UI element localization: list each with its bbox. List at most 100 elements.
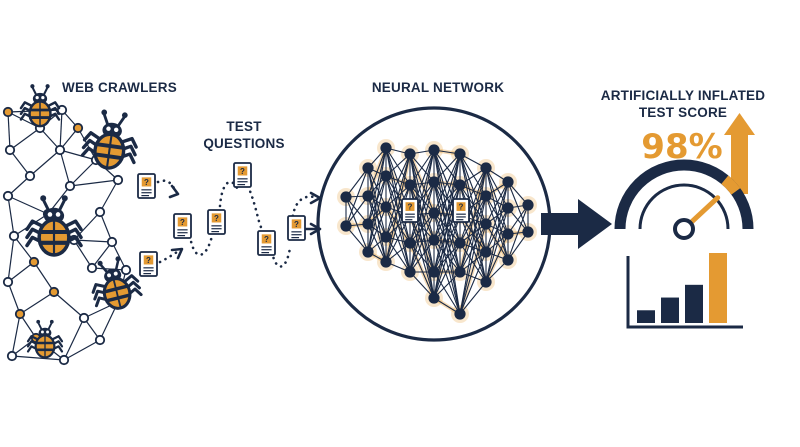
gauge-hub	[673, 218, 695, 240]
question-mark: ?	[408, 203, 413, 212]
nn-node	[480, 190, 492, 202]
neural-network-icon	[337, 139, 537, 323]
nn-node	[362, 218, 374, 230]
nn-link	[459, 251, 487, 315]
bar-chart-axes	[626, 256, 743, 329]
web-node	[94, 334, 106, 346]
nn-link	[433, 153, 461, 183]
web-link	[59, 149, 97, 161]
nn-link	[459, 153, 487, 197]
web-node	[120, 264, 132, 276]
web-link	[99, 179, 119, 213]
nn-link	[367, 147, 387, 253]
web-node	[48, 286, 60, 298]
question-mark: ?	[264, 235, 269, 244]
question-mark: ?	[294, 220, 299, 229]
nn-link	[433, 214, 461, 299]
document-icon: ?	[137, 173, 156, 199]
web-link	[29, 149, 61, 177]
web-node	[28, 256, 40, 268]
web-link	[7, 281, 21, 315]
nn-link	[485, 207, 509, 283]
gauge-outer-arc	[614, 159, 754, 230]
web-node	[86, 262, 98, 274]
nn-node	[404, 266, 416, 278]
nn-node	[362, 246, 374, 258]
gauge-level-arc	[721, 175, 741, 195]
web-node	[64, 180, 76, 192]
question-mark: ?	[214, 214, 219, 223]
nn-node	[502, 254, 514, 266]
bug-icon	[26, 319, 64, 359]
nn-node	[380, 170, 392, 182]
web-link	[7, 235, 15, 283]
document-icon: ?	[257, 230, 276, 256]
test-questions-label-line2: QUESTIONS	[203, 136, 284, 151]
nn-link	[409, 149, 435, 273]
nn-node	[428, 144, 440, 156]
nn-link	[459, 281, 487, 315]
nn-link	[367, 147, 387, 197]
nn-link	[433, 153, 461, 241]
question-mark: ?	[180, 218, 185, 227]
nn-link	[485, 181, 509, 283]
document-icon: ?	[452, 198, 470, 223]
flow-arrowhead-2	[170, 247, 184, 260]
embedded-question-documents: ??	[401, 198, 470, 223]
web-link	[7, 195, 49, 215]
web-link	[73, 239, 93, 269]
web-node	[2, 276, 14, 288]
web-link	[7, 261, 35, 283]
web-link	[111, 241, 127, 271]
nn-link	[485, 223, 509, 261]
web-node	[8, 230, 20, 242]
nn-link	[485, 233, 509, 283]
web-link	[11, 355, 65, 361]
nn-node	[454, 237, 466, 249]
neural-network-label: NEURAL NETWORK	[372, 80, 504, 95]
bug-group	[19, 84, 143, 359]
nn-link	[459, 167, 487, 315]
nn-link	[367, 175, 387, 253]
nn-node	[428, 292, 440, 304]
web-link	[59, 149, 71, 187]
nn-link	[409, 149, 435, 186]
flow-path-6	[270, 246, 292, 268]
web-link	[7, 111, 11, 151]
web-link	[9, 127, 41, 151]
web-link	[99, 211, 113, 243]
bug-icon	[25, 195, 83, 257]
web-node	[4, 144, 16, 156]
document-icon: ?	[233, 162, 252, 188]
nn-node	[522, 226, 534, 238]
nn-link	[367, 223, 387, 263]
nn-link	[433, 153, 461, 273]
nn-link	[409, 181, 435, 273]
score-title-line1: ARTIFICIALLY INFLATED	[601, 88, 765, 103]
nn-link	[433, 271, 461, 299]
flow-arrowhead-1	[168, 184, 180, 199]
document-icon: ?	[139, 251, 158, 277]
web-link	[13, 235, 35, 263]
nn-link	[345, 167, 369, 227]
nn-link	[385, 184, 411, 238]
flow-path-5	[246, 184, 266, 234]
nn-node	[362, 190, 374, 202]
nn-link	[409, 239, 435, 273]
nn-node	[454, 308, 466, 320]
flow-path-3	[188, 234, 214, 257]
test-questions-label-line1: TEST	[226, 119, 262, 134]
nn-link	[385, 147, 411, 186]
web-link	[33, 261, 55, 293]
web-link	[63, 317, 85, 361]
gauge-inner-arc	[638, 183, 730, 230]
web-node	[72, 122, 84, 134]
nn-node	[428, 207, 440, 219]
web-link	[11, 313, 21, 357]
web-link	[59, 109, 63, 151]
bug-icon	[19, 84, 61, 128]
nn-link	[367, 147, 387, 225]
nn-node	[380, 231, 392, 243]
web-node	[106, 236, 118, 248]
